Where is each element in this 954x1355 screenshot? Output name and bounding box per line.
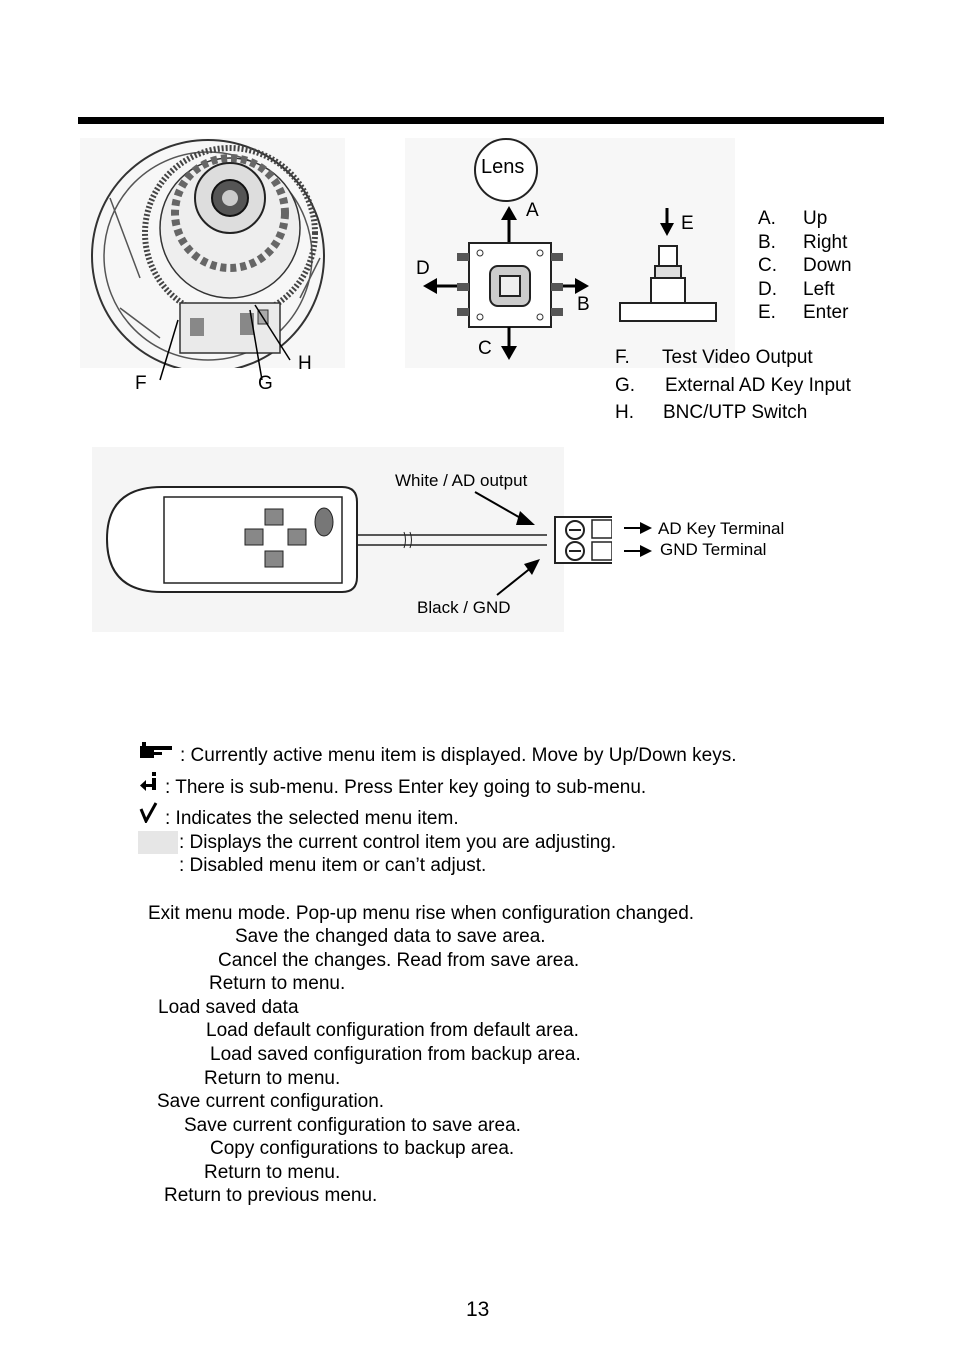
joystick-diagram: [405, 138, 735, 368]
menu-line-save-changed: Save the changed data to save area.: [235, 926, 546, 947]
highlight-swatch: [138, 831, 178, 854]
conn-h-name: BNC/UTP Switch: [663, 402, 808, 423]
black-wire-label: Black / GND: [417, 598, 511, 617]
menu-line-copy-backup: Copy configurations to backup area.: [210, 1138, 515, 1159]
joystick-d: D: [416, 258, 430, 279]
legend-active-item: : Currently active menu item is displaye…: [180, 745, 737, 766]
joystick-e: E: [681, 213, 694, 234]
header-rule: [78, 117, 884, 124]
joystick-a: A: [526, 200, 539, 221]
conn-h-letter: H.: [615, 402, 634, 423]
menu-line-save-area: Save current configuration to save area.: [184, 1115, 521, 1136]
callout-h: H: [298, 353, 312, 374]
gnd-terminal-label: GND Terminal: [660, 540, 767, 559]
menu-line-load: Load saved data: [158, 997, 299, 1018]
legend-disabled: : Disabled menu item or can’t adjust.: [179, 855, 487, 876]
joystick-b: B: [577, 294, 590, 315]
terminal-arrows: [624, 522, 652, 557]
ad-terminal-label: AD Key Terminal: [658, 519, 785, 538]
conn-f-letter: F.: [615, 347, 630, 368]
checkmark-icon: [139, 802, 158, 823]
callout-g: G: [258, 373, 273, 394]
dome-camera-diagram: [80, 138, 345, 368]
menu-line-save-current: Save current configuration.: [157, 1091, 385, 1112]
callout-lines: [159, 304, 291, 381]
legend-adjusting: : Displays the current control item you …: [179, 832, 617, 853]
menu-line-cancel: Cancel the changes. Read from save area.: [218, 950, 580, 971]
menu-line-previous: Return to previous menu.: [164, 1185, 378, 1206]
enter-arrow-icon: [140, 772, 156, 791]
menu-line-return: Return to menu.: [204, 1162, 341, 1183]
menu-line-exit: Exit menu mode. Pop-up menu rise when co…: [148, 903, 695, 924]
white-wire-label: White / AD output: [395, 471, 528, 490]
callout-f: F: [135, 373, 147, 394]
menu-line-load-backup: Load saved configuration from backup are…: [210, 1044, 581, 1065]
legend-sub-menu: : There is sub-menu. Press Enter key goi…: [165, 777, 647, 798]
conn-g-letter: G.: [615, 375, 636, 396]
menu-line-load-default: Load default configuration from default …: [206, 1020, 579, 1041]
menu-line-return: Return to menu.: [209, 973, 346, 994]
lens-label: Lens: [481, 156, 525, 178]
conn-g-name: External AD Key Input: [665, 375, 851, 396]
conn-f-name: Test Video Output: [662, 347, 813, 368]
joystick-c: C: [478, 338, 492, 359]
legend-selected: : Indicates the selected menu item.: [165, 808, 459, 829]
hand-pointer-icon: [140, 742, 172, 758]
keypad-diagram: [92, 447, 612, 632]
menu-line-return: Return to menu.: [204, 1068, 341, 1089]
page-number: 13: [466, 1298, 490, 1321]
